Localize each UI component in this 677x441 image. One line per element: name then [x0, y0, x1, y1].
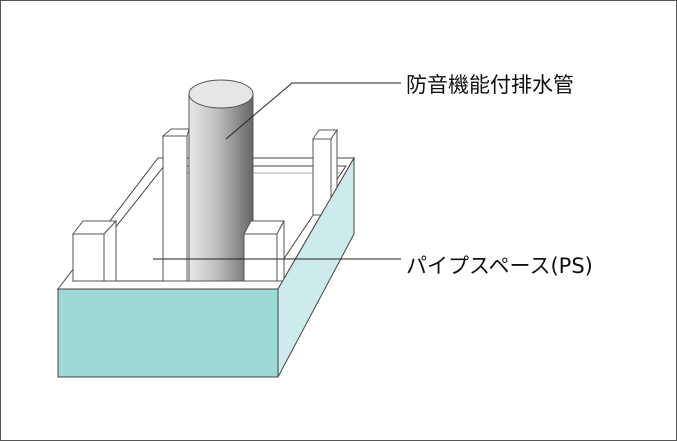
right-short-block [243, 220, 285, 282]
drain-pipe-leader-line [225, 82, 401, 140]
box-side-face [277, 156, 355, 378]
left-short-block [71, 219, 118, 282]
pipe-space-label: パイプスペース(PS) [406, 254, 593, 278]
drain-pipe-label: 防音機能付排水管 [406, 73, 574, 97]
box-front-face [57, 288, 279, 378]
drain-pipe-cylinder [188, 79, 254, 282]
left-tall-post [161, 128, 190, 282]
